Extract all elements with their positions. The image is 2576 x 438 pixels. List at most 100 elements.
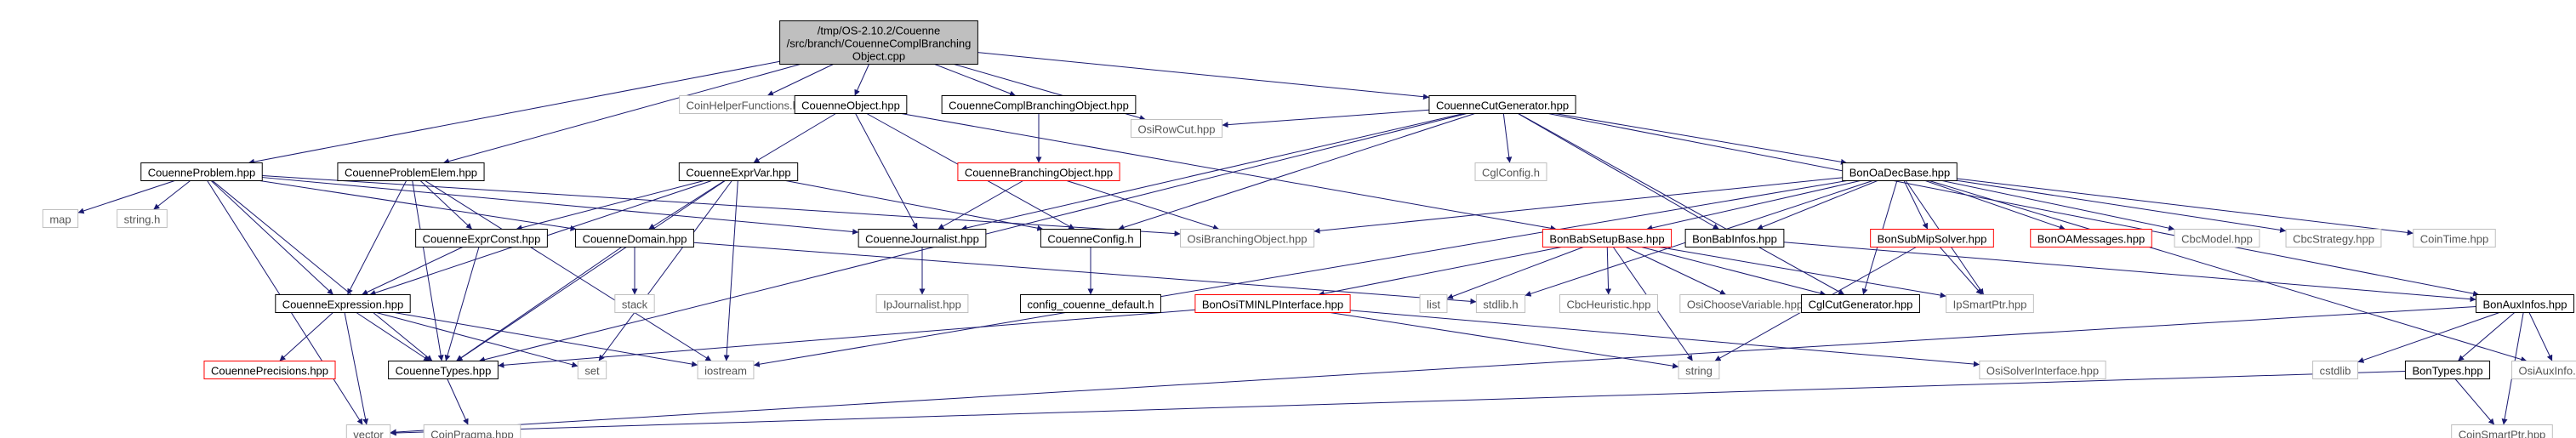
node-cbcstrategy-hpp[interactable]: CbcStrategy.hpp bbox=[2285, 229, 2382, 247]
node-box bbox=[1542, 229, 1673, 247]
node-stack[interactable]: stack bbox=[614, 294, 655, 313]
node-cbcmodel-hpp[interactable]: CbcModel.hpp bbox=[2174, 229, 2260, 247]
edge-bonauxinfos-to-bontypes bbox=[2457, 312, 2516, 361]
node-label: CouennePrecisions.hpp bbox=[211, 365, 328, 378]
node-set[interactable]: set bbox=[577, 361, 607, 379]
node-couennetypes-hpp[interactable]: CouenneTypes.hpp bbox=[388, 361, 499, 379]
node-label: Object.cpp bbox=[852, 50, 905, 63]
node-couenneproblemelem-hpp[interactable]: CouenneProblemElem.hpp bbox=[337, 162, 485, 181]
node-couenneexprconst-hpp[interactable]: CouenneExprConst.hpp bbox=[415, 229, 548, 247]
edge-bonositmi-to-ctypes bbox=[498, 309, 1195, 368]
node-label: BonBabSetupBase.hpp bbox=[1549, 233, 1664, 246]
edge-cexprvar-to-set bbox=[598, 180, 732, 361]
node-box bbox=[1678, 361, 1720, 379]
node-box bbox=[2475, 294, 2575, 313]
node-couennejournalist-hpp[interactable]: CouenneJournalist.hpp bbox=[858, 229, 987, 247]
edge-cproblem-to-map bbox=[77, 180, 175, 214]
node-bonsubmipsolver-hpp[interactable]: BonSubMipSolver.hpp bbox=[1870, 229, 1994, 247]
node-box bbox=[779, 20, 978, 65]
edge-bonoadec-to-osibranchobj bbox=[1314, 177, 1843, 234]
node-box bbox=[1684, 229, 1785, 247]
node-couennecomplbranchingobject-hpp[interactable]: CouenneComplBranchingObject.hpp bbox=[941, 95, 1137, 114]
node-label: map bbox=[49, 213, 71, 226]
edge-bontypes-to-coinsmartptr bbox=[2454, 378, 2495, 425]
node-cstdlib[interactable]: cstdlib bbox=[2312, 361, 2358, 379]
node-couennecutgenerator-hpp[interactable]: CouenneCutGenerator.hpp bbox=[1428, 95, 1576, 114]
node-couenneproblem-hpp[interactable]: CouenneProblem.hpp bbox=[140, 162, 263, 181]
edge-ccutgen-to-bonoadec bbox=[1554, 113, 1848, 165]
node-label: CouenneTypes.hpp bbox=[396, 365, 492, 378]
node-coinhelperfunctions-hpp[interactable]: CoinHelperFunctions.hpp bbox=[679, 95, 818, 114]
node-label: CouenneDomain.hpp bbox=[583, 233, 687, 246]
node-couenneobject-hpp[interactable]: CouenneObject.hpp bbox=[794, 95, 908, 114]
node-ipjournalist-hpp[interactable]: IpJournalist.hpp bbox=[875, 294, 969, 313]
node-label: config_couenne_default.h bbox=[1028, 299, 1154, 311]
edge-root-to-cprobelem bbox=[442, 64, 801, 165]
node-osiauxinfo-hpp[interactable]: OsiAuxInfo.hpp bbox=[2511, 361, 2576, 379]
node-label: vector bbox=[353, 429, 384, 438]
node-box bbox=[275, 294, 411, 313]
node-osisolverinterface-hpp[interactable]: OsiSolverInterface.hpp bbox=[1979, 361, 2106, 379]
node-ipsmartptr-hpp[interactable]: IpSmartPtr.hpp bbox=[1946, 294, 2034, 313]
edge-bonauxinfos-to-osiauxinfo bbox=[2528, 312, 2553, 361]
node-string-h[interactable]: string.h bbox=[117, 209, 168, 228]
node-bonauxinfos-hpp[interactable]: BonAuxInfos.hpp bbox=[2475, 294, 2575, 313]
node-label: list bbox=[1427, 299, 1440, 311]
edge-cexprvar-to-cconfig bbox=[785, 180, 1044, 231]
edge-cprobelem-to-cexprconst bbox=[419, 180, 473, 230]
node-list[interactable]: list bbox=[1419, 294, 1448, 313]
node-bonbabinfos-hpp[interactable]: BonBabInfos.hpp bbox=[1684, 229, 1785, 247]
node-label: OsiChooseVariable.hpp bbox=[1687, 299, 1803, 311]
node-couenneexpression-hpp[interactable]: CouenneExpression.hpp bbox=[275, 294, 411, 313]
node-couennebranchingobject-hpp[interactable]: CouenneBranchingObject.hpp bbox=[957, 162, 1120, 181]
node-couenneexprvar-hpp[interactable]: CouenneExprVar.hpp bbox=[678, 162, 799, 181]
node-cglconfig-h[interactable]: CglConfig.h bbox=[1474, 162, 1547, 181]
node-box bbox=[1801, 294, 1920, 313]
edge-root-to-coinhelper bbox=[767, 64, 834, 96]
node-config-couenne-default-h[interactable]: config_couenne_default.h bbox=[1020, 294, 1161, 313]
node-box bbox=[2413, 229, 2496, 247]
node-iostream[interactable]: iostream bbox=[697, 361, 755, 379]
node-couennedomain-hpp[interactable]: CouenneDomain.hpp bbox=[575, 229, 694, 247]
edge-bonoadec-to-cbcmodel bbox=[1942, 180, 2175, 231]
edge-bonoadec-to-osiauxinfo bbox=[1929, 180, 2528, 362]
node-bontypes-hpp[interactable]: BonTypes.hpp bbox=[2404, 361, 2491, 379]
node-label: CoinHelperFunctions.hpp bbox=[687, 100, 812, 112]
node-label: string bbox=[1685, 365, 1713, 378]
node-bonoadecbase-hpp[interactable]: BonOaDecBase.hpp bbox=[1842, 162, 1958, 181]
node-box bbox=[678, 162, 799, 181]
node-cglcutgenerator-hpp[interactable]: CglCutGenerator.hpp bbox=[1801, 294, 1920, 313]
node-box bbox=[2451, 424, 2553, 438]
node-label: CouenneJournalist.hpp bbox=[865, 233, 979, 246]
node-osirowcut-hpp[interactable]: OsiRowCut.hpp bbox=[1130, 119, 1223, 138]
edge-bonoadec-to-cointime bbox=[1957, 178, 2414, 236]
node-box bbox=[2030, 229, 2152, 247]
node-bonbabsetupbase-hpp[interactable]: BonBabSetupBase.hpp bbox=[1542, 229, 1673, 247]
node-string[interactable]: string bbox=[1678, 361, 1720, 379]
edge-bonbabsetup-to-ipsmartptr bbox=[1659, 247, 1946, 299]
node-bonositminlpinterface-hpp[interactable]: BonOsiTMINLPInterface.hpp bbox=[1194, 294, 1351, 313]
node-vector[interactable]: vector bbox=[345, 424, 391, 438]
node-map[interactable]: map bbox=[42, 209, 79, 228]
edge-cexpression-to-set bbox=[376, 312, 578, 368]
node-label: IpJournalist.hpp bbox=[883, 299, 961, 311]
edge-ccutgen-to-bonbabinfos bbox=[1518, 113, 1719, 230]
node-bonoamessages-hpp[interactable]: BonOAMessages.hpp bbox=[2030, 229, 2152, 247]
node-label: CouenneExprConst.hpp bbox=[423, 233, 541, 246]
node-cbcheuristic-hpp[interactable]: CbcHeuristic.hpp bbox=[1559, 294, 1658, 313]
node-label: OsiSolverInterface.hpp bbox=[1986, 365, 2099, 378]
node-label: CoinSmartPtr.hpp bbox=[2459, 429, 2546, 438]
node-couenneconfig-h[interactable]: CouenneConfig.h bbox=[1040, 229, 1142, 247]
node-coinsmartptr-hpp[interactable]: CoinSmartPtr.hpp bbox=[2451, 424, 2553, 438]
node-box bbox=[957, 162, 1120, 181]
edge-bonositmi-to-osisolverif bbox=[1350, 310, 1980, 367]
node-coinpragma-hpp[interactable]: CoinPragma.hpp bbox=[423, 424, 521, 438]
node-cointime-hpp[interactable]: CoinTime.hpp bbox=[2413, 229, 2496, 247]
node-couenneprecisions-hpp[interactable]: CouennePrecisions.hpp bbox=[203, 361, 336, 379]
edge-cprobelem-to-iostream bbox=[425, 180, 712, 361]
node-label: CbcHeuristic.hpp bbox=[1567, 299, 1651, 311]
node-label: IpSmartPtr.hpp bbox=[1953, 299, 2027, 311]
node-osibranchingobject-hpp[interactable]: OsiBranchingObject.hpp bbox=[1180, 229, 1314, 247]
node-osichoosevariable-hpp[interactable]: OsiChooseVariable.hpp bbox=[1679, 294, 1810, 313]
node-stdlib-h[interactable]: stdlib.h bbox=[1475, 294, 1526, 313]
